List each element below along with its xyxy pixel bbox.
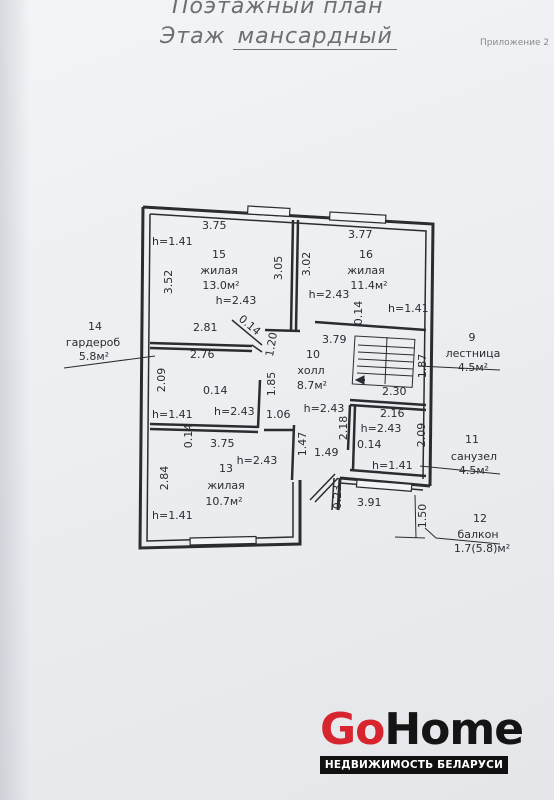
svg-text:12: 12 xyxy=(473,512,487,525)
doors xyxy=(231,319,339,503)
floor-label-prefix: Этаж xyxy=(160,24,226,49)
svg-text:11.4м²: 11.4м² xyxy=(350,279,387,292)
svg-text:санузел: санузел xyxy=(451,450,497,463)
dim-label: 3.52 xyxy=(162,270,175,295)
floor-label: Этаж мансардный xyxy=(160,24,397,50)
outer-walls xyxy=(138,205,435,550)
interior-walls xyxy=(149,219,427,481)
dim-label: 1.87 xyxy=(416,354,429,379)
height-label: h=1.41 xyxy=(152,408,193,421)
height-label: h=1.41 xyxy=(152,235,193,248)
dim-label: 2.30 xyxy=(382,385,407,398)
dim-label: 3.75 xyxy=(210,437,235,450)
svg-text:жилая: жилая xyxy=(200,264,237,277)
room-11-label: 11 санузел 4.5м² h=2.43 xyxy=(361,422,497,477)
room-14-label: 14 гардероб 5.8м² xyxy=(66,320,121,363)
logo-tagline: НЕДВИЖИМОСТЬ БЕЛАРУСИ xyxy=(320,756,508,774)
svg-text:лестница: лестница xyxy=(446,347,501,360)
dim-label: 1.06 xyxy=(266,408,291,421)
height-label: h=1.41 xyxy=(152,509,193,522)
svg-text:13.0м²: 13.0м² xyxy=(202,279,239,292)
dim-label: 1.47 xyxy=(296,432,309,457)
logo-home: Home xyxy=(384,704,524,755)
svg-text:10: 10 xyxy=(306,348,320,361)
svg-text:11: 11 xyxy=(465,433,479,446)
svg-text:h=2.43: h=2.43 xyxy=(304,402,345,415)
svg-text:жилая: жилая xyxy=(207,479,244,492)
dim-label: 0.14 xyxy=(182,424,195,449)
svg-text:гардероб: гардероб xyxy=(66,336,121,349)
svg-text:10.7м²: 10.7м² xyxy=(205,495,242,508)
dim-label: 3.75 xyxy=(202,219,227,232)
room-16-label: 16 жилая 11.4м² h=2.43 xyxy=(309,248,388,301)
svg-text:h=2.43: h=2.43 xyxy=(216,294,257,307)
dim-label: 2.76 xyxy=(190,348,215,361)
height-label: h=1.41 xyxy=(388,302,429,315)
dim-label: 3.02 xyxy=(300,252,313,277)
dim-label: 2.81 xyxy=(193,321,218,334)
svg-text:1.7(5.8)м²: 1.7(5.8)м² xyxy=(454,542,510,555)
dim-label: 0.14 xyxy=(357,438,382,451)
svg-text:14: 14 xyxy=(88,320,102,333)
dim-label: 3.79 xyxy=(322,333,347,346)
svg-text:13: 13 xyxy=(219,462,233,475)
svg-text:жилая: жилая xyxy=(347,264,384,277)
dim-label: 2.84 xyxy=(158,466,171,491)
svg-text:балкон: балкон xyxy=(457,528,498,541)
dim-label: 0.14 xyxy=(352,301,365,326)
svg-text:4.5м²: 4.5м² xyxy=(458,361,488,374)
dim-label: 2.18 xyxy=(337,416,350,441)
dim-label: 0.14 xyxy=(203,384,228,397)
dim-label: 3.91 xyxy=(357,496,382,509)
height-label: h=1.41 xyxy=(372,459,413,472)
svg-text:h=2.43: h=2.43 xyxy=(237,454,278,467)
svg-text:h=2.43: h=2.43 xyxy=(309,288,350,301)
floor-label-value: мансардный xyxy=(233,24,397,50)
svg-text:4.5м²: 4.5м² xyxy=(459,464,489,477)
dim-label: 1.85 xyxy=(265,372,278,397)
svg-text:9: 9 xyxy=(469,331,476,344)
leader-lines xyxy=(63,355,501,545)
dim-label: 2.09 xyxy=(155,368,168,393)
room-15-label: 15 жилая 13.0м² h=2.43 xyxy=(200,248,256,307)
dim-label: 2.16 xyxy=(380,407,405,420)
dim-label: 3.05 xyxy=(272,256,285,281)
height-label: h=2.43 xyxy=(214,405,255,418)
windows xyxy=(189,205,413,546)
room-12-label: 12 балкон 1.7(5.8)м² xyxy=(454,512,510,555)
room-13-label: 13 жилая 10.7м² h=2.43 xyxy=(205,454,277,508)
paper-edge-shadow xyxy=(0,0,30,800)
dim-label: 3.77 xyxy=(348,228,373,241)
plan-title: Поэтажный план xyxy=(172,0,384,19)
dim-label: 2.09 xyxy=(415,423,428,448)
dim-label: 1.20 xyxy=(263,331,280,357)
dim-label: 1.49 xyxy=(314,446,339,459)
svg-text:8.7м²: 8.7м² xyxy=(297,379,327,392)
room-10-label: 10 холл 8.7м² h=2.43 xyxy=(297,348,344,415)
staircase xyxy=(351,335,416,388)
room-9-label: 9 лестница 4.5м² xyxy=(446,331,501,374)
dim-label: 1.50 xyxy=(416,504,429,529)
svg-text:16: 16 xyxy=(359,248,373,261)
svg-text:15: 15 xyxy=(212,248,226,261)
height-labels: h=1.41 h=1.41 h=1.41 h=2.43 h=1.41 h=1.4… xyxy=(152,235,429,522)
svg-text:5.8м²: 5.8м² xyxy=(79,350,109,363)
svg-text:холл: холл xyxy=(297,364,324,377)
dim-label: 0.23 xyxy=(331,485,344,510)
annex-label: Приложение 2 xyxy=(480,38,550,48)
logo-go: Go xyxy=(320,704,385,755)
svg-text:h=2.43: h=2.43 xyxy=(361,422,402,435)
